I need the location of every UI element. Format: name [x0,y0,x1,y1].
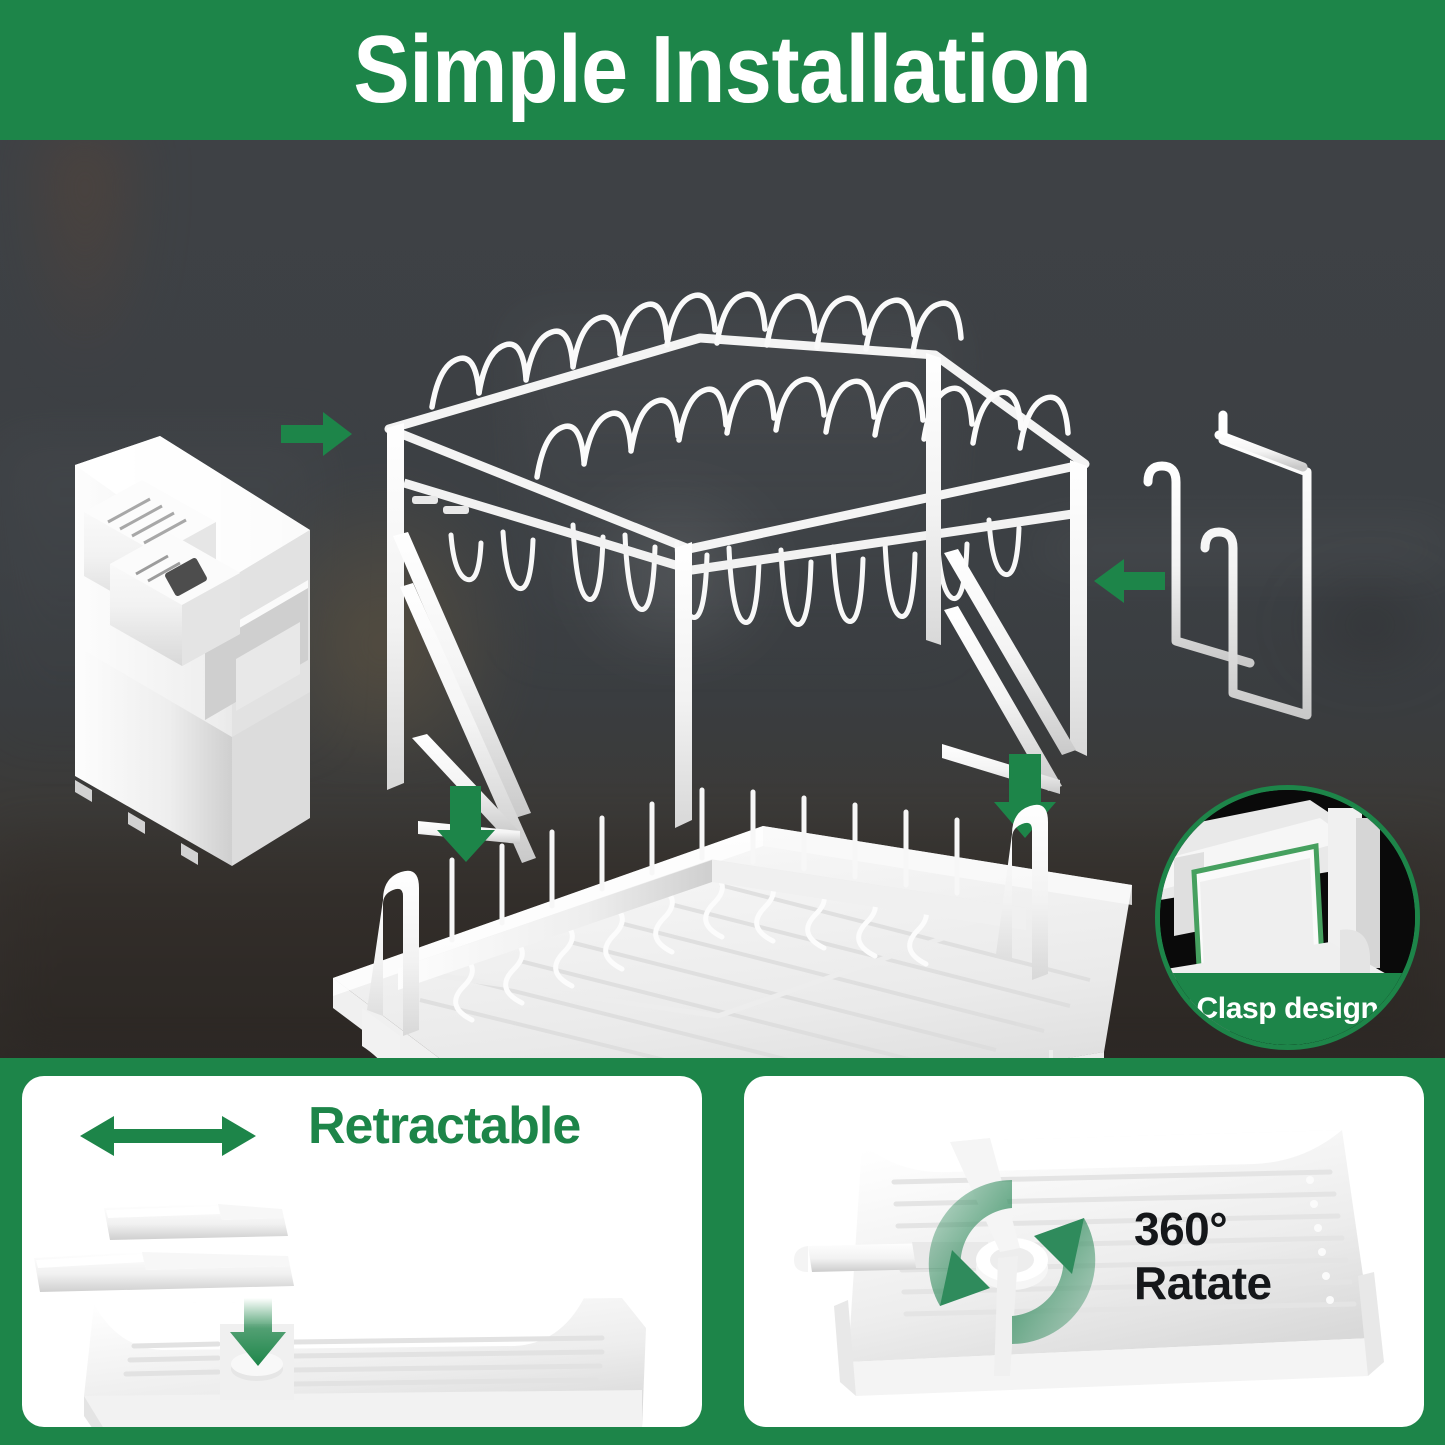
bg-pot [1290,570,1445,680]
clasp-design-inset: Clasp design [1155,785,1420,1050]
rotate-illustration [794,1130,1384,1396]
panel-rotate: 360° Ratate [744,1076,1424,1427]
arrow-down-left-rack [437,786,495,862]
bg-lamp [20,140,150,380]
retractable-arm-upper [104,1204,288,1240]
retractable-illustration [34,1116,646,1427]
double-headed-horizontal-arrow-icon [80,1116,256,1156]
upper-tier-dish-rack [384,291,1090,863]
page-title: Simple Installation [353,16,1092,123]
bg-shelf [1040,535,1445,571]
retractable-label: Retractable [308,1097,581,1155]
rotate-degrees: 360° [1134,1203,1228,1255]
retractable-tray [84,1298,646,1427]
arrow-down-icon [230,1298,286,1366]
circular-rotate-arrow-icon [928,1180,1096,1344]
retractable-arm-lower [34,1252,294,1292]
rotate-word: Ratate [1134,1257,1272,1310]
hero-exploded-view: Clasp design [0,140,1445,1058]
lower-wire-basket [367,787,1053,1058]
utensil-caddy-knife-block [75,436,310,866]
arrow-right-caddy [281,412,352,456]
side-hooks [1143,410,1312,720]
header-banner: Simple Installation [0,0,1445,140]
clasp-caption-banner: Clasp design [1160,973,1415,1045]
rotate-label: 360° Ratate [1134,1202,1272,1311]
feature-panels: Retractable [0,1058,1445,1445]
arrow-left-hooks [1094,559,1165,603]
clasp-caption-label: Clasp design [1196,992,1379,1025]
product-parts-illustration [75,291,1312,1058]
panel-retractable: Retractable [22,1076,702,1427]
